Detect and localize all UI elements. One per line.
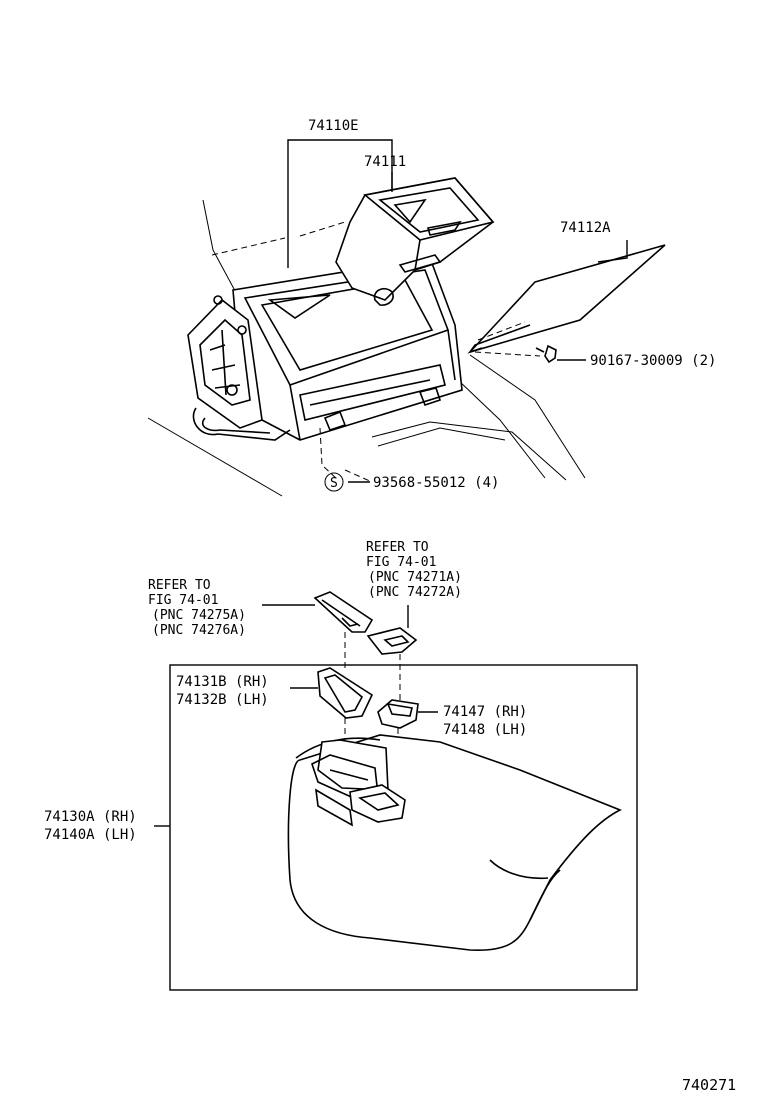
label-74110E: 74110E bbox=[308, 118, 359, 134]
ref-right-line-4: (PNC 74272A) bbox=[368, 585, 462, 600]
label-74140A: 74140A (LH) bbox=[44, 827, 137, 843]
ref-left-line-1: REFER TO bbox=[148, 578, 211, 593]
label-74131B: 74131B (RH) bbox=[176, 674, 269, 690]
upper-leaders bbox=[287, 139, 628, 483]
ashtray-housing bbox=[232, 257, 463, 441]
label-74148: 74148 (LH) bbox=[443, 722, 527, 738]
lower-parts bbox=[169, 591, 638, 991]
clip-symbol-s: S bbox=[330, 476, 338, 491]
ref-right-line-1: REFER TO bbox=[366, 540, 429, 555]
ref-left-line-3: (PNC 74275A) bbox=[152, 608, 246, 623]
ref-left-line-2: FIG 74-01 bbox=[148, 593, 218, 608]
label-74132B: 74132B (LH) bbox=[176, 692, 269, 708]
label-74130A: 74130A (RH) bbox=[44, 809, 137, 825]
cover-plate bbox=[467, 244, 666, 354]
upper-ashtray-assembly bbox=[147, 177, 666, 497]
referenced-switch-right bbox=[366, 627, 418, 655]
clip-symbol-circle bbox=[324, 472, 344, 492]
label-74111: 74111 bbox=[364, 154, 406, 170]
bezel-74131B bbox=[317, 667, 374, 719]
ref-left-line-4: (PNC 74276A) bbox=[152, 623, 246, 638]
ref-right-line-3: (PNC 74271A) bbox=[368, 570, 462, 585]
ref-right-line-2: FIG 74-01 bbox=[366, 555, 436, 570]
label-74112A: 74112A bbox=[560, 220, 611, 236]
label-screw: 90167-30009 (2) bbox=[590, 353, 716, 369]
figure-number: 740271 bbox=[682, 1076, 736, 1094]
assembly-box bbox=[169, 664, 638, 991]
label-clip: 93568-55012 (4) bbox=[373, 475, 499, 491]
screw-icon bbox=[544, 344, 557, 364]
lower-leaders bbox=[154, 687, 438, 827]
label-74147: 74147 (RH) bbox=[443, 704, 527, 720]
referenced-cover-left bbox=[313, 591, 374, 633]
